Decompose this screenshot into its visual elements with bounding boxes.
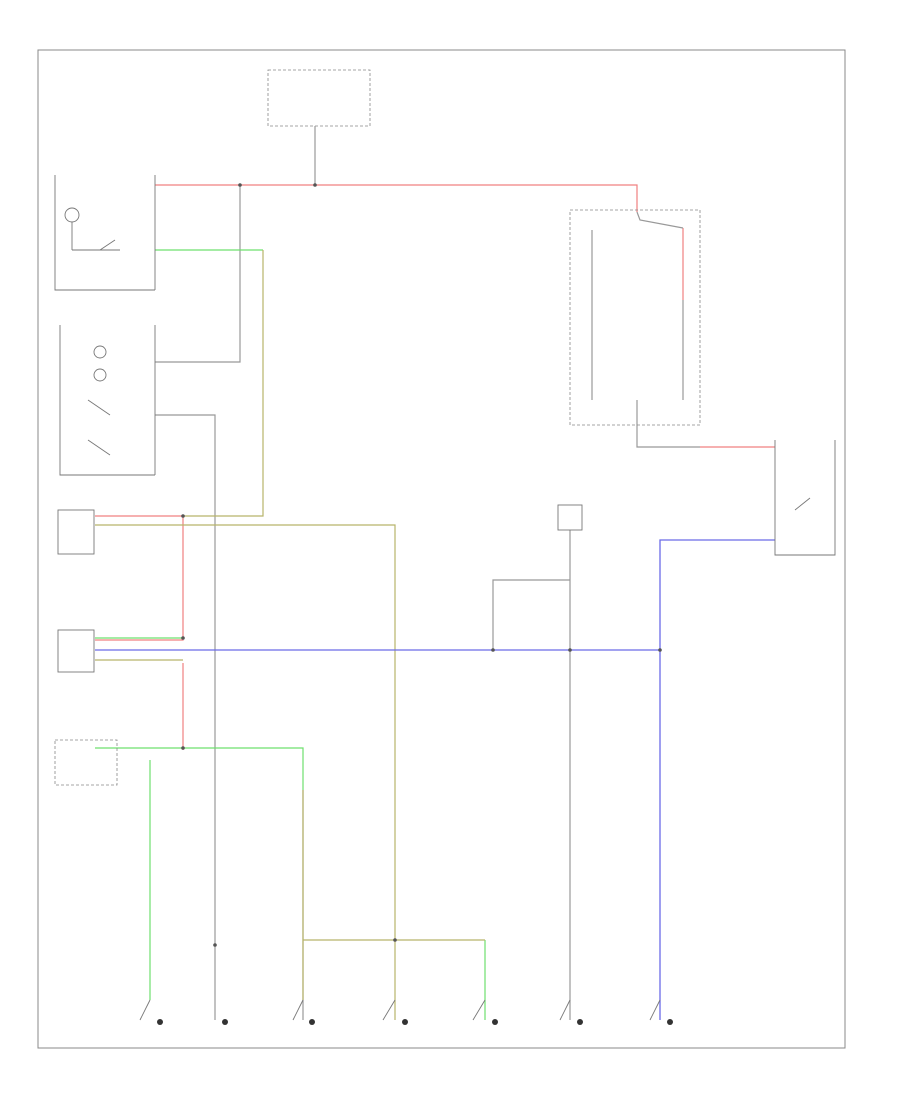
ground-icon (222, 1019, 228, 1025)
gray-buzzer-branch (492, 579, 570, 650)
left-door-switch (382, 999, 408, 1025)
splice-points (181, 183, 662, 947)
olive-riser (183, 250, 264, 517)
green-lower-wire (95, 747, 304, 790)
rear-door-switch (649, 999, 673, 1025)
ground-icon (309, 1019, 315, 1025)
switch-icon (99, 239, 116, 251)
switch-icon (87, 439, 111, 456)
sensor-switch (222, 1019, 228, 1025)
ground-icon (667, 1019, 673, 1025)
red-mid-wire (95, 515, 184, 641)
switch-icon (794, 497, 811, 511)
right-components (557, 209, 836, 556)
red-main-wire (155, 184, 638, 212)
blue-wires (95, 539, 775, 1020)
diagram-frame (37, 49, 846, 1049)
buzzer-control-module (57, 509, 95, 555)
bottom-switches (139, 999, 673, 1025)
gray-long-drop (155, 414, 216, 1020)
interior-light-relay (569, 209, 701, 426)
bulb-icon (93, 368, 107, 382)
green-wires (95, 249, 486, 1020)
security-module (57, 629, 95, 673)
left-components (54, 175, 156, 786)
ground-icon (577, 1019, 583, 1025)
ignition-switch-box (54, 739, 118, 786)
olive-long-wire (95, 524, 396, 1020)
blue-right-wire (659, 539, 775, 1020)
switch-icon (87, 399, 111, 416)
gray-wires (155, 185, 700, 1020)
ground-icon (402, 1019, 408, 1025)
gray-relay-link (636, 211, 684, 229)
right-door-switch (472, 999, 498, 1025)
spot-lights-box (59, 325, 155, 476)
front-door-switch (292, 999, 315, 1025)
bulb-icon (93, 345, 107, 359)
bulb-icon (64, 207, 80, 223)
buzzer (557, 504, 583, 531)
gray-branch-left (155, 185, 241, 363)
door-switch-left (139, 999, 163, 1025)
ground-icon (492, 1019, 498, 1025)
olive-wires (95, 250, 485, 1020)
front-interior-light-box (54, 175, 155, 291)
gray-relay-bottom (636, 400, 700, 448)
tailgate-switch (559, 999, 583, 1025)
top-fuse-box (267, 69, 371, 127)
ground-icon (157, 1019, 163, 1025)
red-wires (95, 184, 775, 750)
rear-interior-light-box (774, 440, 836, 556)
